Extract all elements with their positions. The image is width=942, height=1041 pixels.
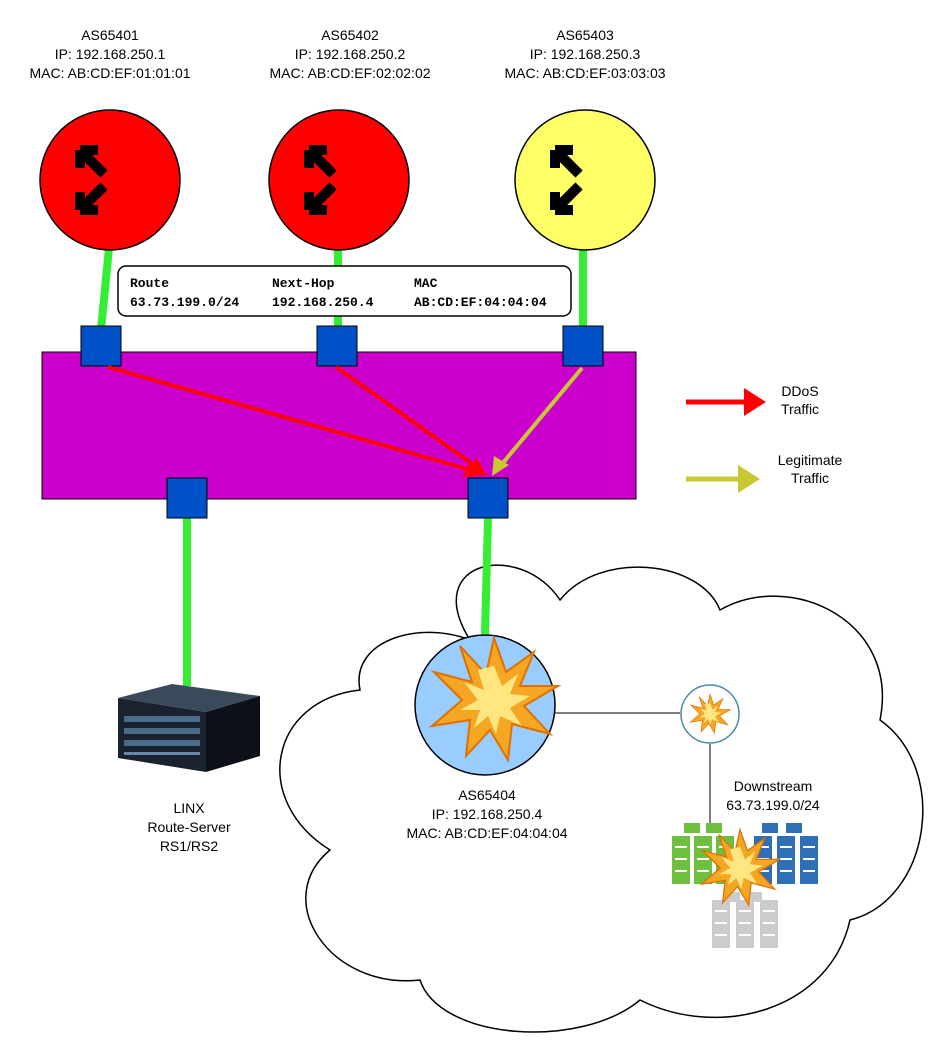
router-arrows-icon — [550, 145, 583, 215]
router-mac: MAC: AB:CD:EF:03:03:03 — [504, 65, 665, 81]
route-table-cell-route: 63.73.199.0/24 — [130, 295, 239, 310]
port-as65404 — [467, 477, 509, 519]
legend-legit-label: Legitimate — [778, 452, 843, 468]
victim-ip: IP: 192.168.250.4 — [432, 806, 543, 822]
router-ip: IP: 192.168.250.3 — [530, 46, 641, 62]
port-as65403 — [562, 325, 604, 367]
router-as65403 — [514, 109, 656, 251]
port-as65401 — [80, 325, 122, 367]
route-table: Route Next-Hop MAC 63.73.199.0/24 192.16… — [117, 265, 572, 317]
route-table-header-mac: MAC — [414, 276, 438, 291]
port-route-server — [166, 477, 208, 519]
legit-flow-as65403 — [500, 366, 584, 466]
router-ip: IP: 192.168.250.1 — [55, 46, 166, 62]
ddos-flow-as65402 — [334, 365, 480, 470]
link-as65401 — [97, 247, 113, 331]
legend-ddos-label: DDoS — [781, 383, 818, 399]
legend: DDoS Traffic Legitimate Traffic — [686, 383, 843, 493]
legend-legit-label: Traffic — [791, 470, 829, 486]
route-table-cell-next-hop: 192.168.250.4 — [272, 295, 374, 310]
router-as65402 — [268, 109, 410, 251]
traffic-arrows — [107, 365, 584, 477]
router-name: AS65403 — [556, 27, 614, 43]
route-server-label: RS1/RS2 — [160, 838, 219, 854]
route-table-header-next-hop: Next-Hop — [272, 276, 335, 291]
servers-icon — [672, 823, 818, 948]
router-name: AS65401 — [81, 27, 139, 43]
router-mac: MAC: AB:CD:EF:02:02:02 — [269, 65, 430, 81]
router-as65404 — [414, 634, 559, 776]
route-table-cell-mac: AB:CD:EF:04:04:04 — [414, 295, 547, 310]
victim-name: AS65404 — [458, 787, 516, 803]
switch-ports — [80, 325, 604, 519]
victim-mac: MAC: AB:CD:EF:04:04:04 — [406, 825, 567, 841]
router-ip: IP: 192.168.250.2 — [295, 46, 406, 62]
downstream-label: Downstream — [734, 778, 813, 794]
downstream-router — [680, 684, 740, 744]
route-server-label: LINX — [173, 800, 205, 816]
cloud-network — [279, 564, 924, 1033]
link-as65404 — [481, 517, 492, 635]
downstream-label: 63.73.199.0/24 — [726, 797, 820, 813]
port-as65402 — [316, 325, 358, 367]
router-arrows-icon — [304, 145, 337, 215]
ddos-flow-as65401 — [107, 365, 475, 473]
router-name: AS65402 — [321, 27, 379, 43]
legend-ddos-label: Traffic — [781, 401, 819, 417]
router-as65401 — [39, 109, 181, 251]
router-arrows-icon — [75, 145, 108, 215]
route-table-header-route: Route — [130, 276, 169, 291]
server-rack-icon — [118, 684, 260, 772]
router-mac: MAC: AB:CD:EF:01:01:01 — [29, 65, 190, 81]
route-server-label: Route-Server — [147, 819, 231, 835]
